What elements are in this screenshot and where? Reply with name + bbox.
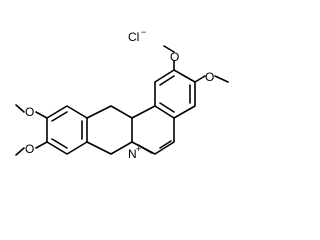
chloride-charge: − — [141, 27, 146, 37]
molecule-drawing: Cl − N + O O O O — [15, 27, 229, 161]
methoxy-oxygen-right-lower: O — [205, 70, 214, 84]
structural-formula: Cl − N + O O O O — [15, 27, 229, 161]
nitrogen-label: N — [128, 147, 137, 161]
nitrogen-charge: + — [136, 144, 141, 154]
methoxy-oxygen-left-lower: O — [25, 142, 34, 156]
bond-lines — [15, 45, 229, 156]
methoxy-oxygen-right-upper: O — [170, 50, 179, 64]
chloride-label: Cl — [128, 30, 139, 44]
methoxy-oxygen-left-upper: O — [25, 105, 34, 119]
